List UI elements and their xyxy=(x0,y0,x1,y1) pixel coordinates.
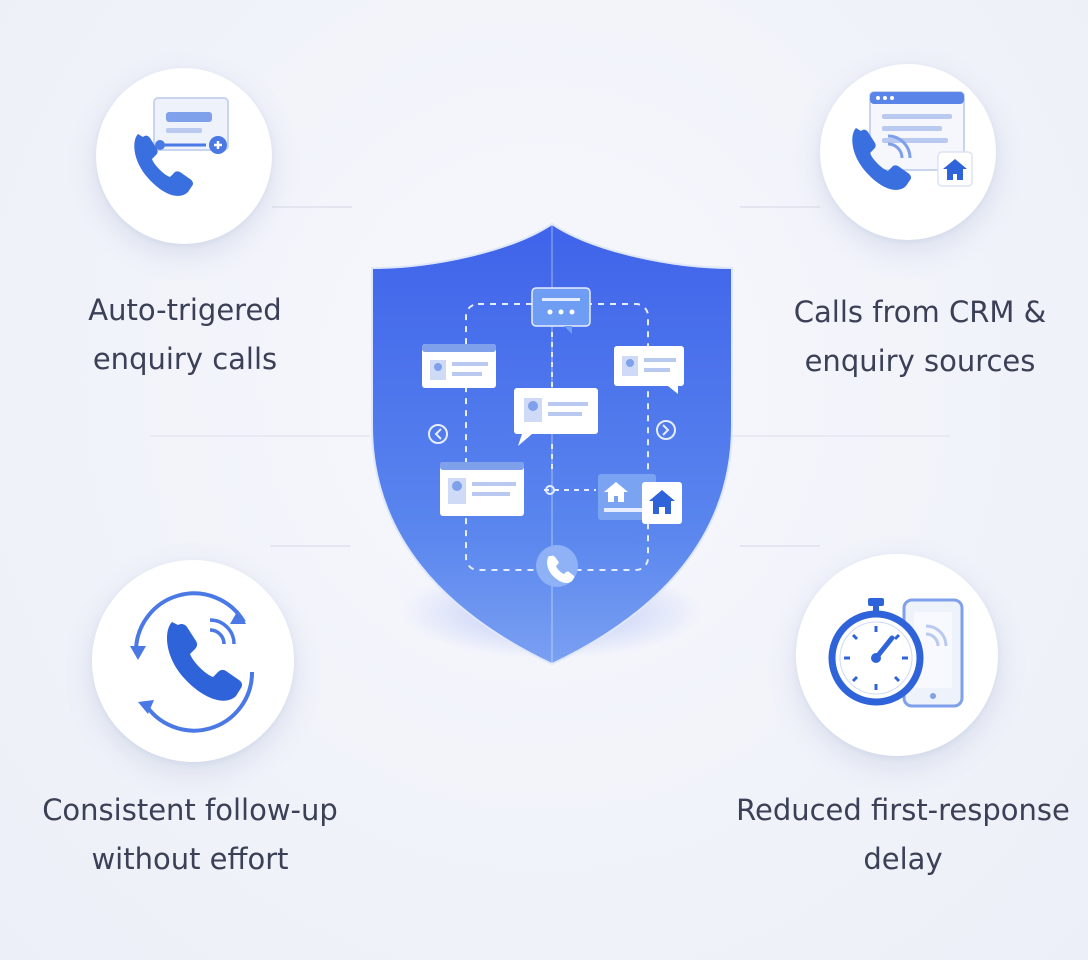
feature-follow-line1: Consistent follow-up xyxy=(42,793,338,827)
feature-auto-line1: Auto-trigered xyxy=(88,293,282,327)
feature-delay-icon-circle xyxy=(796,554,998,756)
stopwatch-phone-icon xyxy=(828,598,964,708)
feature-follow-icon-circle xyxy=(92,560,294,762)
feature-follow-label: Consistent follow-up without effort xyxy=(10,786,370,884)
feature-crm-label: Calls from CRM & enquiry sources xyxy=(770,288,1070,386)
connector-line xyxy=(740,206,820,208)
phone-cycle-icon xyxy=(130,591,255,733)
connector-line xyxy=(270,545,350,547)
feature-follow-line2: without effort xyxy=(91,842,289,876)
feature-crm-icon-circle xyxy=(820,64,996,240)
feature-delay-line2: delay xyxy=(863,842,943,876)
connector-line xyxy=(740,545,820,547)
feature-auto-label: Auto-trigered enquiry calls xyxy=(40,286,330,384)
feature-delay-label: Reduced first-response delay xyxy=(722,786,1084,884)
feature-auto-line2: enquiry calls xyxy=(92,342,278,376)
connector-line xyxy=(730,435,950,437)
shield-workflow-icon xyxy=(371,222,733,666)
feature-delay-line1: Reduced first-response xyxy=(736,793,1070,827)
feature-crm-line1: Calls from CRM & xyxy=(793,295,1047,329)
phone-flow-icon xyxy=(134,97,229,196)
connector-line xyxy=(150,435,370,437)
feature-crm-line2: enquiry sources xyxy=(804,344,1036,378)
feature-auto-icon-circle xyxy=(96,68,272,244)
crm-phone-icon xyxy=(852,91,973,190)
connector-line xyxy=(272,206,352,208)
